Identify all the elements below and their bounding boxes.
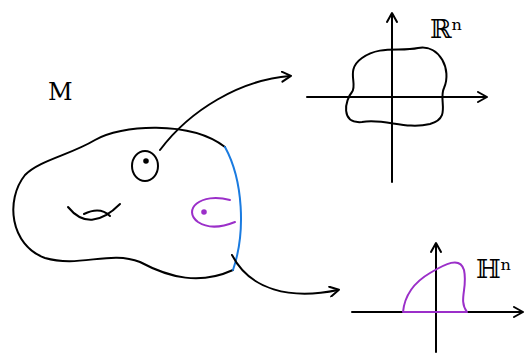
boundary-curve xyxy=(225,147,241,270)
point xyxy=(144,159,148,163)
boundary-chart xyxy=(192,198,235,227)
open-set xyxy=(346,48,446,126)
interior-chart xyxy=(132,151,158,181)
chart-arrow xyxy=(232,255,338,294)
manifold-label: M xyxy=(48,80,73,104)
hole xyxy=(68,204,120,220)
point xyxy=(202,210,206,214)
space-label: ℝⁿ xyxy=(430,16,463,42)
chart-arrow xyxy=(160,76,290,150)
half-open-set xyxy=(403,262,467,312)
space-label: ℍⁿ xyxy=(476,256,512,282)
axis xyxy=(435,244,437,352)
manifold-outline xyxy=(13,128,233,279)
axis xyxy=(307,96,486,98)
